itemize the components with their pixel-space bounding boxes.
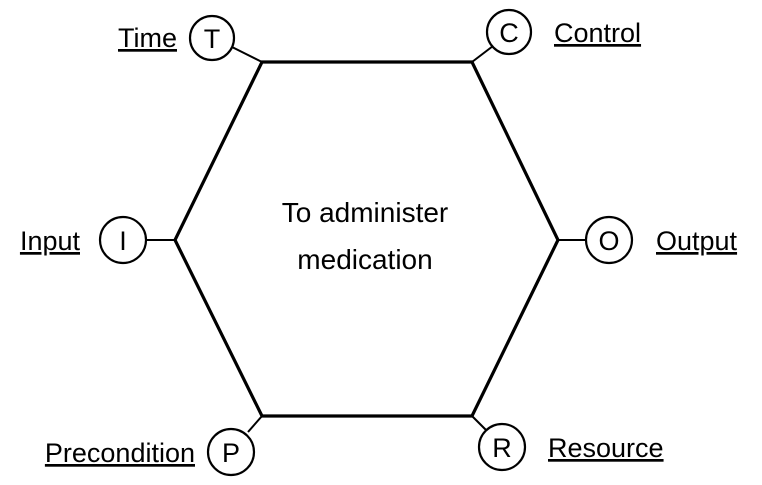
output-aspect-label: Output (656, 226, 738, 256)
resource-aspect-letter: R (492, 433, 512, 463)
resource-aspect-label: Resource (548, 433, 664, 463)
precondition-aspect-circle (206, 427, 256, 477)
control-aspect-letter: C (499, 18, 519, 48)
control-connector (471, 45, 494, 63)
function-name-line-1: To administer (282, 197, 449, 228)
time-aspect-letter: T (204, 24, 221, 54)
resource-aspect-circle (477, 422, 527, 472)
input-aspect-label: Input (20, 226, 81, 256)
resource-connector (471, 415, 487, 431)
precondition-aspect-label: Precondition (45, 438, 195, 468)
output-aspect-letter: O (598, 226, 619, 256)
precondition-connector (247, 415, 263, 433)
precondition-aspect-letter: P (222, 438, 240, 468)
control-aspect-circle (485, 8, 533, 56)
time-aspect-circle (188, 14, 236, 62)
time-aspect-label: Time (118, 23, 177, 53)
control-aspect-label: Control (554, 18, 641, 48)
function-name-line-2: medication (297, 244, 432, 275)
input-aspect-circle (98, 215, 148, 265)
input-aspect-letter: I (119, 226, 127, 256)
function-hexagon (173, 60, 560, 418)
output-aspect-circle (584, 215, 634, 265)
time-connector (229, 45, 263, 63)
